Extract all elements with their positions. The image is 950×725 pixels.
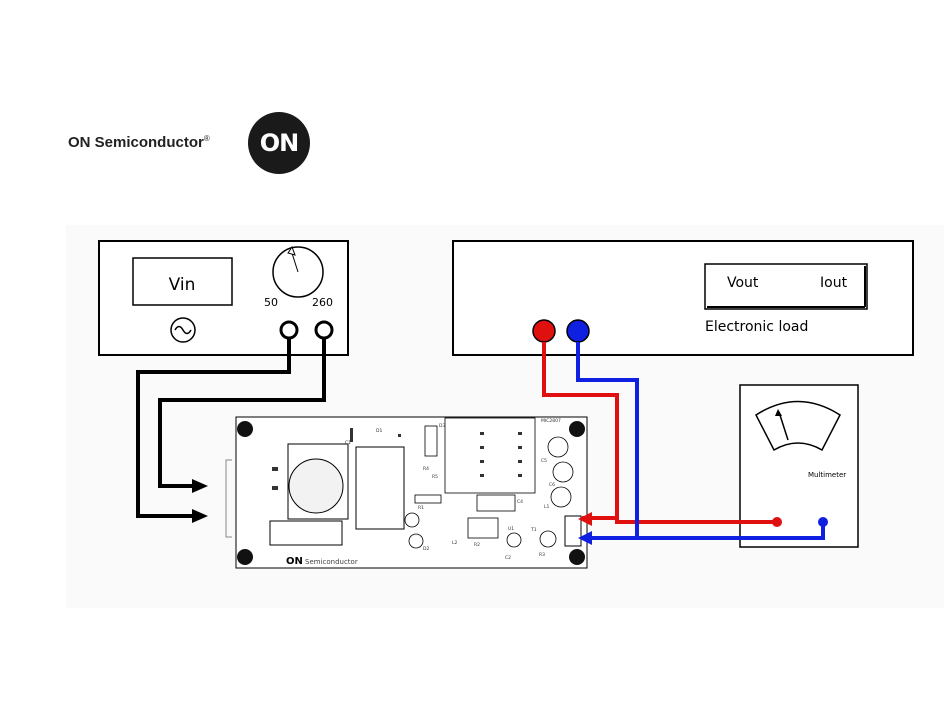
svg-text:R3: R3 bbox=[539, 552, 545, 558]
mounting-hole-tr bbox=[569, 421, 585, 437]
output-cap-l1 bbox=[551, 487, 571, 507]
ic-area bbox=[445, 418, 535, 493]
bulk-capacitor bbox=[289, 459, 343, 513]
iout-label: Iout bbox=[820, 275, 848, 291]
svg-text:L1: L1 bbox=[544, 504, 550, 510]
output-cap-c5 bbox=[548, 437, 568, 457]
svg-text:D3: D3 bbox=[439, 423, 445, 429]
svg-text:C2: C2 bbox=[505, 555, 511, 561]
component-c4 bbox=[477, 495, 515, 511]
electronic-load-label: Electronic load bbox=[705, 319, 808, 335]
svg-text:T1: T1 bbox=[530, 527, 537, 533]
component-r1 bbox=[415, 495, 441, 503]
svg-text:C6: C6 bbox=[549, 482, 555, 488]
svg-text:D2: D2 bbox=[423, 546, 429, 552]
vout-label: Vout bbox=[727, 275, 759, 291]
svg-text:R4: R4 bbox=[423, 466, 429, 472]
component-d2 bbox=[409, 534, 423, 548]
electronic-load: Vout Iout Electronic load bbox=[453, 241, 913, 355]
svg-text:R5: R5 bbox=[432, 474, 438, 480]
board-on-logo: ON bbox=[286, 556, 303, 567]
svg-text:C1: C1 bbox=[345, 440, 351, 446]
mounting-hole-tl bbox=[237, 421, 253, 437]
dial-min-label: 50 bbox=[264, 296, 278, 309]
multimeter-positive-probe bbox=[772, 517, 782, 527]
component-d3 bbox=[425, 426, 437, 456]
vin-display-label: Vin bbox=[169, 275, 196, 295]
ac-output-terminal-2 bbox=[316, 322, 332, 338]
svg-text:R1: R1 bbox=[418, 505, 424, 511]
svg-text:C4: C4 bbox=[517, 499, 523, 505]
svg-text:U1: U1 bbox=[508, 526, 514, 532]
svg-text:R2: R2 bbox=[474, 542, 480, 548]
multimeter-label: Multimeter bbox=[808, 471, 846, 479]
mounting-hole-bl bbox=[237, 549, 253, 565]
evaluation-board: MIC2807 C5 C6 L1 D1 D3 R4 R5 C4 U1 T1 D2… bbox=[236, 417, 587, 568]
output-terminal-block bbox=[565, 516, 581, 546]
board-silkscreen-brand: Semiconductor bbox=[305, 558, 358, 566]
svg-text:D1: D1 bbox=[376, 428, 382, 434]
component-u1 bbox=[507, 533, 521, 547]
load-positive-terminal bbox=[533, 320, 555, 342]
svg-text:MIC2807: MIC2807 bbox=[541, 418, 561, 424]
component-t1 bbox=[405, 513, 419, 527]
svg-text:C5: C5 bbox=[541, 458, 547, 464]
component-r3 bbox=[540, 531, 556, 547]
svg-text:L2: L2 bbox=[452, 540, 458, 546]
multimeter-negative-probe bbox=[818, 517, 828, 527]
ac-output-terminal-1 bbox=[281, 322, 297, 338]
dial-max-label: 260 bbox=[312, 296, 333, 309]
output-cap-c6 bbox=[553, 462, 573, 482]
ac-power-supply: Vin 50 260 bbox=[99, 241, 348, 355]
input-connector bbox=[270, 521, 342, 545]
transformer bbox=[356, 447, 404, 529]
load-negative-terminal bbox=[567, 320, 589, 342]
mounting-hole-br bbox=[569, 549, 585, 565]
component-l2 bbox=[468, 518, 498, 538]
